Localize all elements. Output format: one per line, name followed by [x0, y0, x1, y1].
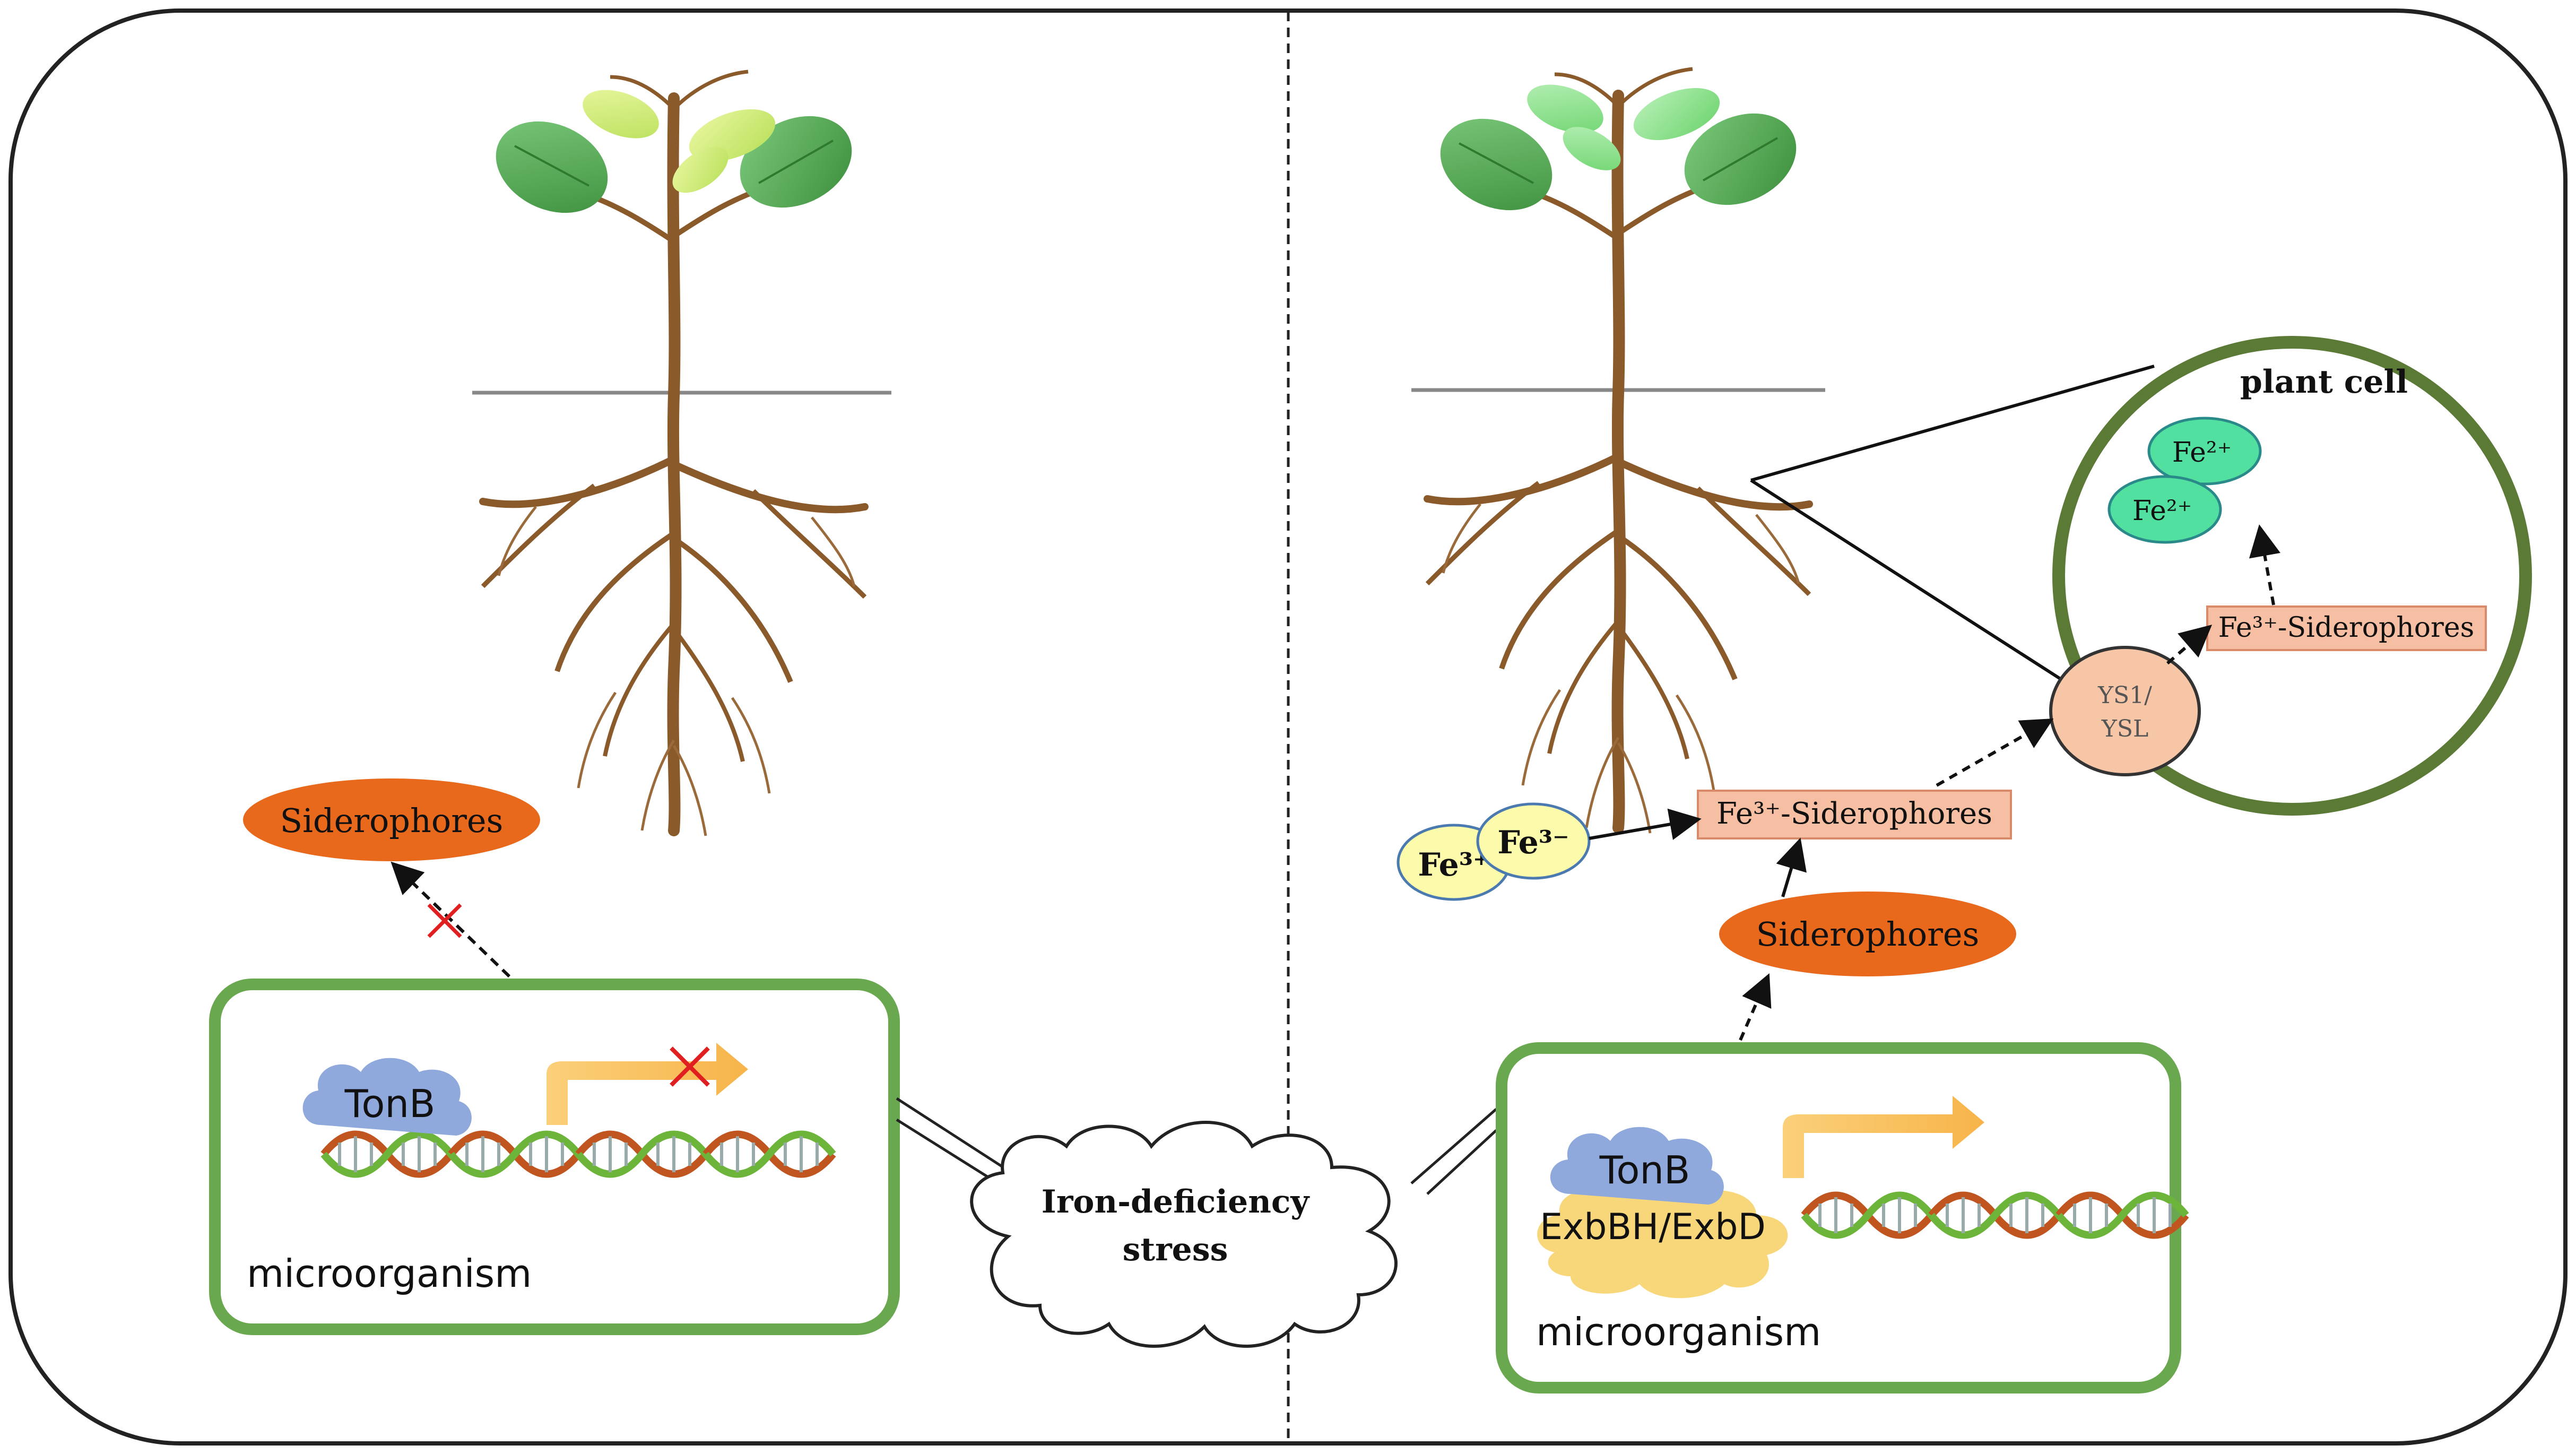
microbe-to-siderophores-arrow: [1739, 973, 1772, 1041]
right-microorganism-label: microorganism: [1536, 1310, 1821, 1354]
left-microorganism-label: microorganism: [247, 1251, 532, 1296]
right-tonb-protein: TonB: [1550, 1127, 1724, 1205]
zoom-line-top: [1750, 365, 2155, 482]
outer-complex-label: Fe³⁺-Siderophores: [1716, 797, 1992, 831]
cell-complex-label: Fe³⁺-Siderophores: [2218, 612, 2475, 644]
arrow-forward-icon: [1783, 1096, 1984, 1178]
left-microorganism-box: TonB microorganism: [209, 979, 900, 1335]
diagram-frame: [8, 8, 2568, 1446]
right-microorganism-box: ExbBH/ExbD TonB microorganism: [1496, 1042, 2186, 1394]
cell-fe2-b-label: Fe²⁺: [2132, 495, 2192, 527]
cell-release-arrow: [2249, 524, 2280, 605]
fe3-b-label: Fe³⁻: [1497, 824, 1569, 861]
right-siderophores-node: Siderophores: [1719, 892, 2016, 976]
cell-fe2-a-label: Fe²⁺: [2172, 437, 2232, 469]
left-plant-icon: [472, 72, 891, 836]
transporter-label-line2: YSL: [2101, 715, 2148, 742]
complex-to-transporter-arrow: [1936, 719, 2054, 787]
arrow-forward-icon: [547, 1043, 748, 1125]
blocked-x-icon: [670, 1046, 710, 1087]
left-tonb-protein: TonB: [302, 1058, 472, 1136]
right-siderophores-label: Siderophores: [1756, 915, 1980, 954]
exb-label: ExbBH/ExbD: [1540, 1206, 1766, 1248]
outer-complex-node: Fe³⁺-Siderophores: [1697, 790, 2012, 839]
right-tonb-label: TonB: [1599, 1148, 1690, 1192]
ysl-transporter: YS1/ YSL: [2049, 646, 2201, 776]
fe3-a-label: Fe³⁺: [1418, 846, 1489, 884]
cloud-icon: Iron-deficiency stress: [896, 1097, 1497, 1348]
transporter-label-line1: YS1/: [2097, 682, 2152, 709]
right-plant-icon: [1411, 69, 1825, 833]
stress-label-line1: Iron-deficiency: [1042, 1183, 1311, 1221]
siderophores-to-complex-arrow: [1776, 837, 1807, 897]
fe3-ions: Fe³⁺ Fe³⁻: [1397, 802, 1591, 901]
zoom-line-bottom: [1750, 479, 2070, 686]
left-blocked-arrow: [391, 861, 511, 978]
stress-label-line2: stress: [1123, 1231, 1228, 1268]
plant-cell-label: plant cell: [2240, 364, 2408, 401]
left-tonb-label: TonB: [344, 1081, 436, 1126]
blocked-x-icon: [427, 903, 462, 938]
fe3-to-complex-arrow: [1589, 808, 1702, 840]
left-siderophores-node: Siderophores: [243, 778, 540, 861]
left-siderophores-label: Siderophores: [280, 801, 504, 840]
exb-protein: ExbBH/ExbD: [1537, 1182, 1788, 1299]
